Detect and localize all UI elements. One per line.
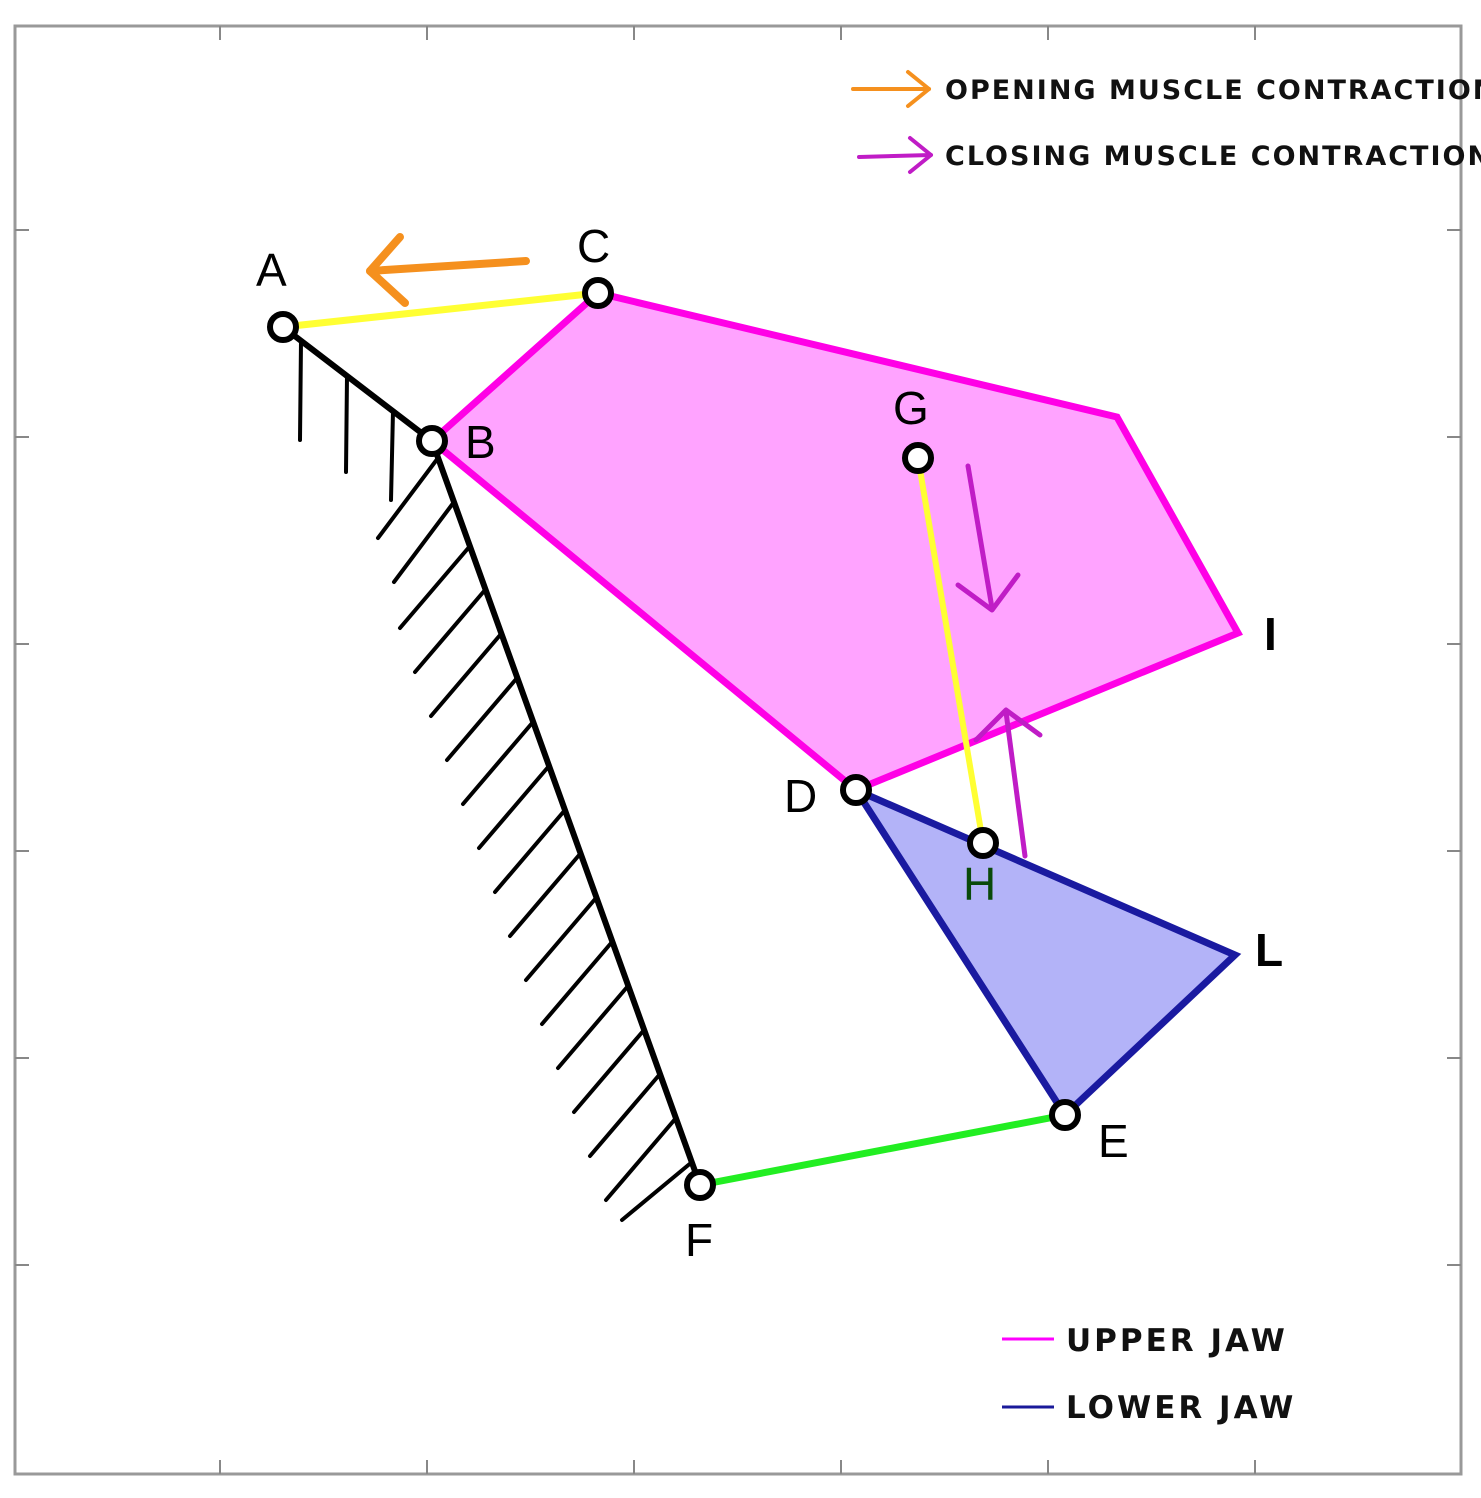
opening-arrow-icon [366,233,530,307]
closing-arrow-up-icon [973,707,1043,859]
label-i: I [1264,608,1277,660]
joint-c [582,277,614,309]
joint-f [684,1169,716,1201]
legend-jaws: UPPER JAW LOWER JAW [1002,1323,1296,1426]
link-a-c [282,289,599,331]
ground-hatching [298,339,694,1222]
plot-frame [13,24,1463,1476]
label-h: H [963,858,996,910]
legend-opening-arrow-icon [851,70,931,108]
legend-closing-label: CLOSING MUSCLE CONTRACTION [945,141,1481,172]
closing-arrow-down-icon [955,463,1021,613]
label-e: E [1098,1115,1129,1167]
link-g-h [915,457,986,844]
legend-muscle: OPENING MUSCLE CONTRACTION CLOSING MUSCL… [851,70,1481,174]
legend-closing-arrow-icon [857,136,933,174]
label-d: D [784,770,817,822]
joint-b [416,425,448,457]
joint-e [1049,1099,1081,1131]
legend-opening-label: OPENING MUSCLE CONTRACTION [945,75,1481,106]
label-f: F [685,1214,713,1266]
upper-jaw [426,289,1243,795]
legend-upper-label: UPPER JAW [1066,1323,1288,1359]
joint-g [902,442,934,474]
label-c: C [577,220,610,272]
legend-lower-label: LOWER JAW [1066,1390,1296,1426]
lower-jaw [846,782,1242,1121]
label-a: A [256,244,287,296]
ground-link [280,324,703,1188]
label-b: B [465,416,496,468]
joint-d [840,774,872,806]
joint-h [967,827,999,859]
frame-ticks [15,26,1461,1474]
joint-a [267,311,299,343]
link-f-e [699,1111,1066,1189]
label-l: L [1255,924,1283,976]
label-g: G [893,382,929,434]
